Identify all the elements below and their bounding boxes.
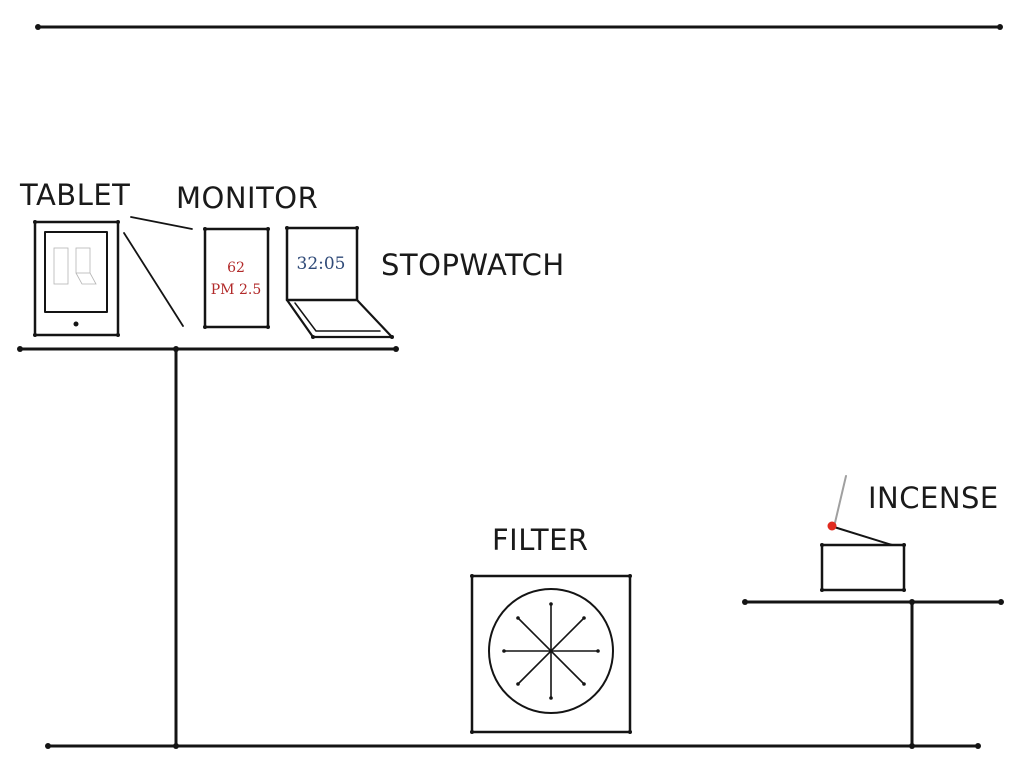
- filter-label: FILTER: [492, 523, 589, 557]
- incense-tip-icon: [827, 521, 837, 531]
- tablet-label: TABLET: [19, 178, 130, 212]
- incense-smoke: [833, 475, 847, 528]
- home-button-icon: [73, 321, 79, 327]
- side-table: [742, 599, 1004, 749]
- incense-label: INCENSE: [868, 481, 999, 515]
- tablet-screen-sketch: [53, 247, 97, 285]
- stopwatch-time: 32:05: [297, 254, 346, 274]
- monitor-label: MONITOR: [176, 181, 318, 215]
- left-shelf: [17, 346, 399, 749]
- floor-line: [45, 743, 981, 749]
- incense-holder: [820, 475, 906, 592]
- ceiling-line: [35, 24, 1003, 30]
- stopwatch-device: 32:05: [285, 226, 394, 339]
- tablet-connector-lines: [123, 216, 193, 327]
- tablet: [33, 220, 120, 337]
- air-quality-monitor: 62 PM 2.5: [203, 227, 270, 329]
- air-filter: [470, 574, 632, 734]
- stopwatch-label: STOPWATCH: [381, 248, 565, 282]
- monitor-value: 62: [227, 260, 245, 276]
- fan-icon: [502, 602, 600, 700]
- monitor-unit: PM 2.5: [211, 282, 261, 298]
